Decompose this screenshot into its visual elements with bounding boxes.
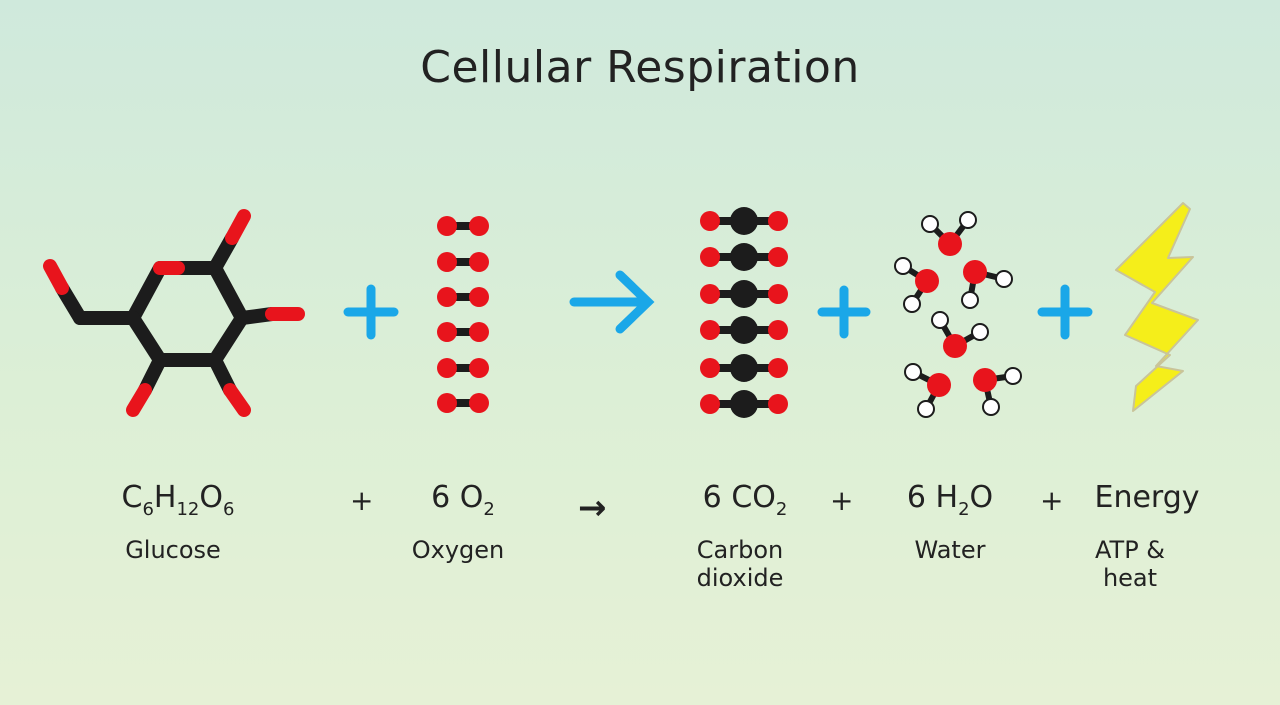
carbon-dioxide-formula: 6 CO2 bbox=[690, 480, 800, 520]
formula-element: O bbox=[459, 480, 484, 515]
carbon-dioxide-name: Carbon dioxide bbox=[680, 536, 800, 592]
formula-element: CO bbox=[731, 480, 776, 515]
name-line: dioxide bbox=[696, 564, 784, 592]
formula-coefficient: 6 bbox=[431, 480, 451, 515]
glucose-name: Glucose bbox=[125, 536, 221, 564]
formula-subscript: 12 bbox=[176, 499, 200, 520]
name-line: heat bbox=[1102, 564, 1158, 592]
formula-subscript: 6 bbox=[223, 499, 235, 520]
formula-element: O bbox=[199, 480, 224, 515]
formula-subscript: 2 bbox=[775, 499, 788, 520]
oxygen-molecules bbox=[437, 216, 489, 413]
plus-sign bbox=[817, 285, 871, 339]
plus-operator: + bbox=[1040, 484, 1064, 517]
plus-sign bbox=[343, 284, 399, 340]
diagram-title: Cellular Respiration bbox=[420, 42, 860, 93]
oxygen-name: Oxygen bbox=[411, 536, 505, 564]
formula-subscript: 2 bbox=[958, 499, 970, 520]
formula-element: C bbox=[121, 480, 143, 515]
plus-operator: + bbox=[830, 484, 854, 517]
lightning-bolt-icon bbox=[1115, 202, 1199, 412]
formula-coefficient: 6 bbox=[906, 480, 926, 515]
glucose-molecule bbox=[43, 209, 305, 417]
water-molecules bbox=[894, 211, 1022, 418]
glucose-formula: C6H12O6 bbox=[108, 480, 248, 520]
formula-element: H bbox=[935, 480, 959, 515]
formula-subscript: 6 bbox=[142, 499, 154, 520]
plus-sign bbox=[1037, 284, 1093, 340]
water-formula: 6 H2O bbox=[895, 480, 1005, 520]
name-line: ATP & bbox=[1094, 536, 1166, 564]
yield-arrow bbox=[569, 270, 655, 334]
energy-name: ATP & heat bbox=[1070, 536, 1190, 592]
formula-subscript: 2 bbox=[483, 499, 495, 520]
oxygen-formula: 6 O2 bbox=[418, 480, 508, 520]
yields-arrow-icon: → bbox=[578, 488, 607, 528]
formula-coefficient: 6 bbox=[702, 480, 722, 515]
name-line: Carbon bbox=[696, 536, 784, 564]
carbon-dioxide-molecules bbox=[700, 207, 788, 418]
formula-element: H bbox=[153, 480, 177, 515]
formula-element: O bbox=[969, 480, 994, 515]
water-name: Water bbox=[914, 536, 986, 564]
energy-label: Energy bbox=[1094, 480, 1200, 515]
plus-operator: + bbox=[350, 484, 374, 517]
